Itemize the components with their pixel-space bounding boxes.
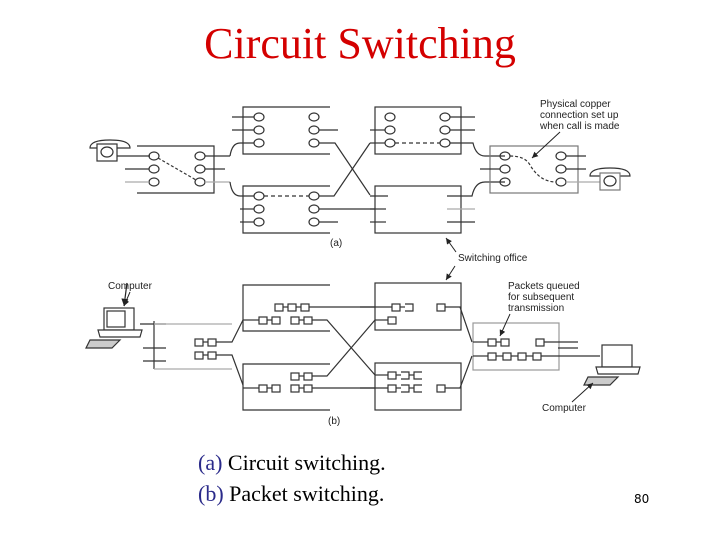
svg-text:transmission: transmission xyxy=(508,303,564,314)
switching-office-a3 xyxy=(370,106,505,157)
slide-title: Circuit Switching xyxy=(204,19,516,68)
svg-text:when call is made: when call is made xyxy=(539,121,620,132)
caption-line-a: (a) Circuit switching. xyxy=(198,450,386,475)
packet-queue xyxy=(194,319,244,386)
computer-icon xyxy=(85,307,143,349)
packet-switching-network xyxy=(85,282,641,411)
local-office-b-right xyxy=(472,322,600,371)
local-office-right xyxy=(480,145,600,194)
computer-label-left: Computer xyxy=(108,281,153,292)
circuit-switching-network xyxy=(89,106,631,234)
svg-text:Packets queued: Packets queued xyxy=(508,281,580,292)
telephone-icon xyxy=(89,139,131,162)
computer-label-right: Computer xyxy=(542,403,587,414)
svg-text:Physical copper: Physical copper xyxy=(540,99,611,110)
copper-annotation: Physical copper connection set up when c… xyxy=(531,99,620,159)
part-a-label: (a) xyxy=(330,238,342,249)
switching-office-a4 xyxy=(370,181,505,234)
page-number: 80 xyxy=(634,492,650,506)
part-b-label: (b) xyxy=(328,416,340,427)
local-office-left xyxy=(125,145,230,194)
switching-office-b2 xyxy=(242,319,376,411)
svg-text:Switching office: Switching office xyxy=(458,253,528,264)
computer-icon xyxy=(583,344,641,386)
switching-office-a1 xyxy=(229,106,371,196)
switching-office-annotation: Switching office xyxy=(445,237,528,281)
switching-office-b3 xyxy=(360,282,473,343)
svg-text:for subsequent: for subsequent xyxy=(508,292,574,303)
figure-caption: (a) Circuit switching. (b) Packet switch… xyxy=(198,447,386,509)
switching-office-b4 xyxy=(360,355,473,411)
switching-office-a2 xyxy=(229,142,375,234)
packets-annotation: Packets queued for subsequent transmissi… xyxy=(499,281,580,337)
switching-office-b1 xyxy=(242,284,376,376)
telephone-icon xyxy=(589,167,631,191)
caption-line-b: (b) Packet switching. xyxy=(198,481,385,506)
svg-text:connection set up: connection set up xyxy=(540,110,619,121)
